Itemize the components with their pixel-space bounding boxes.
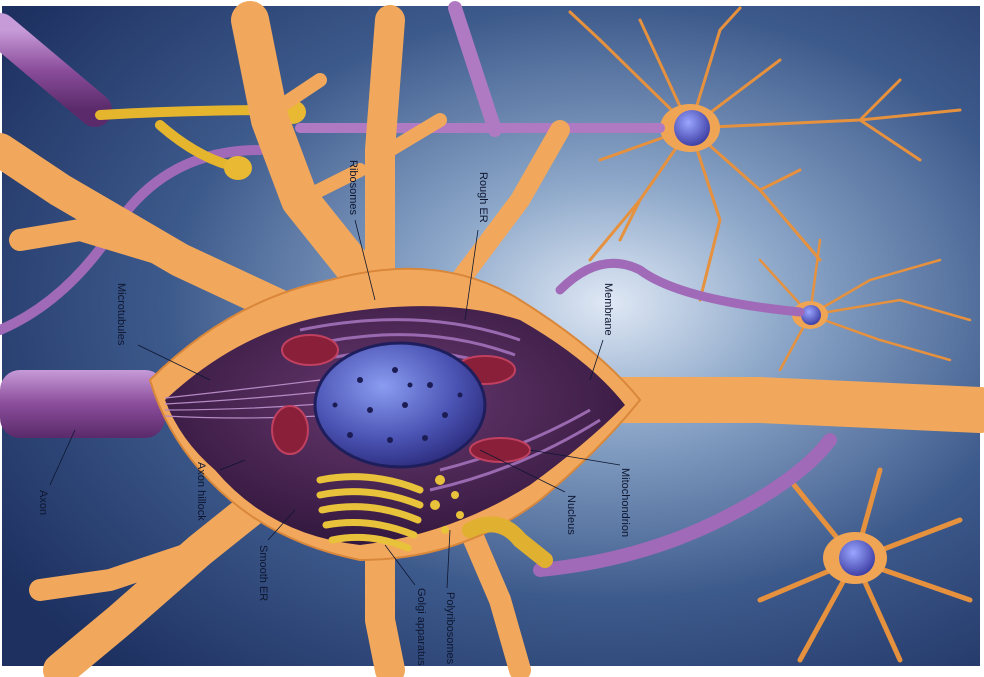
mitochondrion — [470, 438, 530, 462]
neuron-top-right-nucleus — [674, 110, 710, 146]
mitochondrion — [282, 335, 338, 365]
label-polyribosomes: Polyribosomes — [444, 592, 456, 665]
label-mitochondrion: Mitochondrion — [619, 468, 631, 537]
label-smooth-er: Smooth ER — [257, 545, 269, 601]
neuron-middle-right-nucleus — [801, 305, 821, 325]
nucleus — [315, 343, 485, 467]
label-axon: Axon — [37, 490, 49, 515]
label-membrane: Membrane — [602, 283, 614, 336]
label-axon-hillock: Axon hillock — [195, 462, 207, 521]
axon-sheath — [0, 370, 165, 438]
mitochondrion — [272, 406, 308, 454]
label-rough-er: Rough ER — [477, 172, 489, 223]
label-microtubules: Microtubules — [115, 283, 127, 346]
label-ribosomes: Ribosomes — [347, 160, 359, 216]
label-golgi-apparatus: Golgi apparatus — [415, 588, 427, 666]
label-nucleus: Nucleus — [565, 495, 577, 535]
neuron-bottom-right-nucleus — [839, 540, 875, 576]
